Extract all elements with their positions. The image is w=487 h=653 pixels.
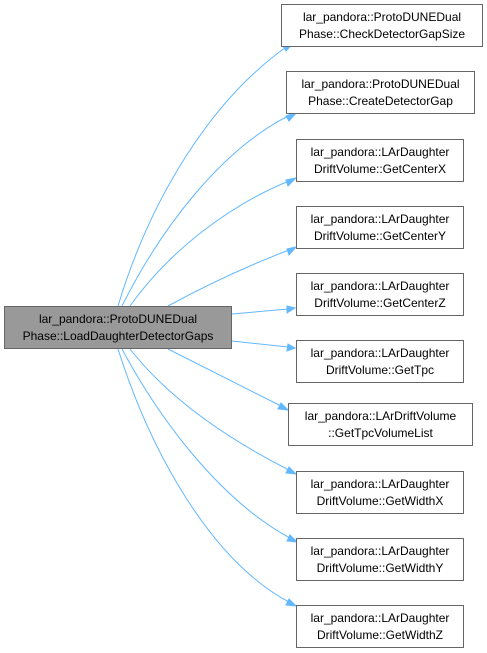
- callee-line1: lar_pandora::LArDaughter: [310, 543, 450, 558]
- root-function-node[interactable]: lar_pandora::ProtoDUNEDual Phase::LoadDa…: [4, 306, 232, 349]
- callee-line2: DriftVolume::GetTpc: [325, 362, 435, 377]
- edge-get-center-x: [129, 180, 290, 307]
- callee-node-get-width-y[interactable]: lar_pandora::LArDaughter DriftVolume::Ge…: [296, 538, 464, 581]
- callee-node-get-center-x[interactable]: lar_pandora::LArDaughter DriftVolume::Ge…: [296, 139, 464, 182]
- callee-node-get-tpc-volume-list[interactable]: lar_pandora::LArDriftVolume ::GetTpcVolu…: [288, 403, 473, 446]
- edge-check-detector-gap-size: [117, 44, 290, 307]
- root-function-line1: lar_pandora::ProtoDUNEDual: [38, 311, 198, 326]
- edge-get-width-y: [121, 348, 291, 539]
- arrowhead-get-center-z: [286, 305, 297, 314]
- arrowhead-create-detector-gap: [285, 111, 298, 122]
- arrowhead-get-width-x: [285, 466, 298, 475]
- edge-get-tpc: [231, 340, 289, 348]
- arrowhead-get-center-y: [286, 246, 298, 256]
- callee-line2: ::GetTpcVolumeList: [328, 425, 433, 440]
- callee-node-check-detector-gap-size[interactable]: lar_pandora::ProtoDUNEDual Phase::CheckD…: [281, 4, 483, 47]
- callee-line2: Phase::CheckDetectorGapSize: [298, 26, 466, 41]
- callee-line1: lar_pandora::LArDaughter: [310, 610, 450, 625]
- callee-line1: lar_pandora::LArDaughter: [310, 211, 450, 226]
- arrowhead-get-tpc: [286, 343, 297, 352]
- callee-node-get-width-z[interactable]: lar_pandora::LArDaughter DriftVolume::Ge…: [296, 605, 464, 648]
- callee-line2: DriftVolume::GetCenterY: [313, 228, 447, 243]
- edge-get-width-x: [129, 348, 290, 471]
- callee-line2: DriftVolume::GetWidthX: [316, 493, 444, 508]
- arrowhead-get-center-x: [285, 177, 298, 187]
- callee-line2: DriftVolume::GetWidthY: [316, 560, 444, 575]
- callee-node-get-center-z[interactable]: lar_pandora::LArDaughter DriftVolume::Ge…: [296, 273, 464, 316]
- arrowhead-get-tpc-volume-list: [277, 402, 290, 411]
- edge-get-width-z: [117, 348, 290, 603]
- edge-get-tpc-volume-list: [167, 348, 282, 407]
- callee-line1: lar_pandora::ProtoDUNEDual: [302, 9, 462, 24]
- edge-get-center-z: [231, 308, 289, 315]
- callee-line1: lar_pandora::LArDriftVolume: [304, 408, 457, 423]
- edge-get-center-y: [167, 249, 290, 307]
- arrowhead-get-width-z: [285, 598, 298, 607]
- arrowhead-get-width-y: [286, 534, 299, 543]
- callee-line1: lar_pandora::LArDaughter: [310, 278, 450, 293]
- callee-node-get-center-y[interactable]: lar_pandora::LArDaughter DriftVolume::Ge…: [296, 206, 464, 249]
- callee-line2: Phase::CreateDetectorGap: [308, 93, 453, 108]
- callee-line2: DriftVolume::GetCenterX: [313, 161, 447, 176]
- callee-line1: lar_pandora::LArDaughter: [310, 345, 450, 360]
- callee-node-create-detector-gap[interactable]: lar_pandora::ProtoDUNEDual Phase::Create…: [286, 71, 475, 114]
- callee-line1: lar_pandora::LArDaughter: [310, 144, 450, 159]
- callee-line1: lar_pandora::ProtoDUNEDual: [301, 76, 460, 91]
- callee-line2: DriftVolume::GetCenterZ: [314, 295, 446, 310]
- edge-create-detector-gap: [121, 114, 291, 307]
- callee-line1: lar_pandora::LArDaughter: [310, 476, 450, 491]
- callee-node-get-tpc[interactable]: lar_pandora::LArDaughter DriftVolume::Ge…: [296, 340, 464, 383]
- root-function-line2: Phase::LoadDaughterDetectorGaps: [22, 328, 214, 343]
- callee-node-get-width-x[interactable]: lar_pandora::LArDaughter DriftVolume::Ge…: [296, 471, 464, 514]
- callee-line2: DriftVolume::GetWidthZ: [316, 627, 444, 642]
